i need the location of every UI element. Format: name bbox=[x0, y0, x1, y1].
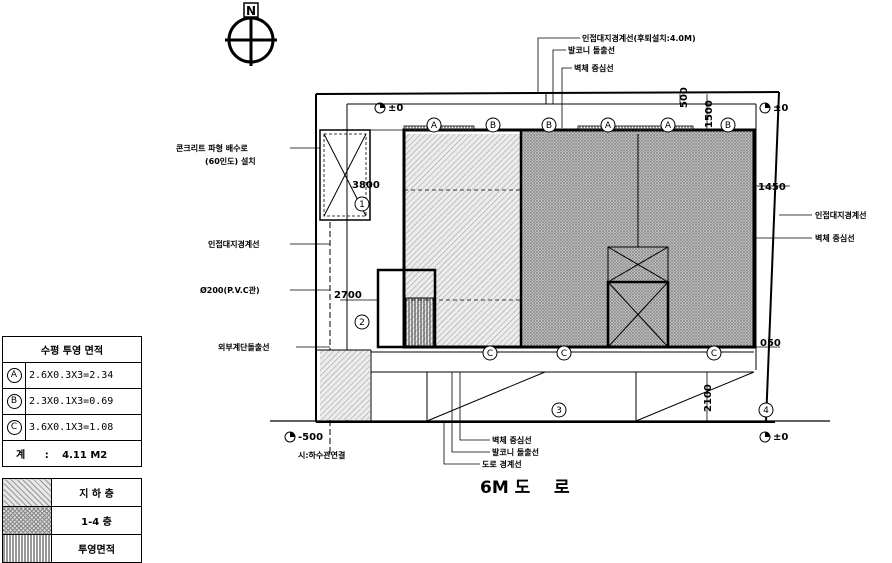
area-total-sep: : bbox=[44, 450, 49, 461]
marker-num-4: 4 bbox=[763, 406, 769, 416]
marker-num-1: 1 bbox=[359, 200, 365, 210]
marker-num-2: 2 bbox=[359, 318, 365, 328]
dim-2100: 2100 bbox=[703, 384, 714, 412]
legend-swatch-upper bbox=[2, 506, 52, 535]
label-concrete-2: (60인도) 설치 bbox=[205, 156, 256, 166]
marker-c-1: C bbox=[487, 349, 493, 359]
label-wall-bottom: 벽체 중심선 bbox=[492, 435, 532, 445]
marker-b-1: B bbox=[490, 121, 496, 131]
marker-a-1: A bbox=[431, 121, 438, 131]
marker-num-3: 3 bbox=[556, 406, 562, 416]
area-table-title: 수평 투영 면적 bbox=[2, 336, 142, 363]
legend-label-upper: 1-4 층 bbox=[51, 506, 142, 535]
legend-row: 투영면적 bbox=[2, 534, 142, 563]
dim-3800: 3800 bbox=[352, 180, 380, 191]
legend-swatch-projection bbox=[2, 534, 52, 563]
north-label: N bbox=[246, 4, 256, 18]
legend-row: 지 하 층 bbox=[2, 478, 142, 507]
dim-500: 500 bbox=[679, 87, 690, 108]
label-road-line: 도로 경계선 bbox=[482, 459, 522, 469]
projected-area-table: 수평 투영 면적 A 2.6X0.3X3=2.34 B 2.3X0.1X3=0.… bbox=[2, 336, 142, 467]
marker-b-3: B bbox=[725, 121, 731, 131]
level-top-right: ±0 bbox=[773, 103, 788, 114]
area-mark-a: A bbox=[6, 368, 22, 383]
area-formula-c: 3.6X0.1X3=1.08 bbox=[25, 414, 142, 441]
area-row: B 2.3X0.1X3=0.69 bbox=[2, 388, 142, 415]
legend-swatch-basement bbox=[2, 478, 52, 507]
north-arrow-icon: N bbox=[225, 2, 277, 66]
building-outline bbox=[376, 128, 756, 349]
marker-a-3: A bbox=[665, 121, 672, 131]
marker-b-2: B bbox=[546, 121, 552, 131]
area-formula-b: 2.3X0.1X3=0.69 bbox=[25, 388, 142, 415]
label-concrete-1: 콘크리트 파형 배수로 bbox=[176, 143, 248, 153]
level-bottom-right: ±0 bbox=[773, 432, 788, 443]
legend-label-basement: 지 하 층 bbox=[51, 478, 142, 507]
marker-c-2: C bbox=[561, 349, 567, 359]
label-boundary-top: 인접대지경계선(후퇴설치:4.0M) bbox=[582, 33, 696, 43]
front-yard-lines bbox=[371, 351, 755, 422]
site-boundary bbox=[270, 91, 830, 423]
circled-markers bbox=[354, 117, 774, 418]
label-pipe: Ø200(P.V.C관) bbox=[200, 285, 260, 295]
dim-1450: 1450 bbox=[758, 182, 786, 193]
label-wall-top: 벽체 중심선 bbox=[574, 63, 614, 73]
marker-a-2: A bbox=[605, 121, 612, 131]
label-balcony-bottom: 발코니 돌출선 bbox=[492, 447, 539, 457]
label-stair-line: 외부계단돌출선 bbox=[218, 342, 270, 352]
area-mark-b: B bbox=[6, 394, 22, 409]
dim-050: 050 bbox=[760, 338, 781, 349]
level-top-left: ±0 bbox=[388, 103, 403, 114]
label-manhole: 시:하수관연결 bbox=[298, 450, 345, 460]
marker-c-3: C bbox=[711, 349, 717, 359]
dim-2700: 2700 bbox=[334, 290, 362, 301]
level-bottom-left: -500 bbox=[298, 432, 323, 443]
dimension-lines bbox=[340, 94, 790, 421]
label-boundary-right: 인접대지경계선 bbox=[815, 210, 867, 220]
area-total-row: 계 : 4.11 M2 bbox=[2, 440, 142, 467]
level-marker-icon bbox=[284, 102, 771, 443]
road-label: 6M 도 로 bbox=[480, 478, 570, 498]
area-total-label: 계 bbox=[16, 450, 26, 461]
area-formula-a: 2.6X0.3X3=2.34 bbox=[25, 362, 142, 389]
label-boundary-left: 인접대지경계선 bbox=[208, 239, 260, 249]
legend-label-projection: 투영면적 bbox=[51, 534, 142, 563]
balcony-projection-top-right bbox=[577, 125, 694, 132]
area-row: C 3.6X0.1X3=1.08 bbox=[2, 414, 142, 441]
area-row: A 2.6X0.3X3=2.34 bbox=[2, 362, 142, 389]
dim-1500: 1500 bbox=[704, 100, 715, 128]
hatch-legend: 지 하 층 1-4 층 투영면적 bbox=[2, 478, 142, 563]
legend-row: 1-4 층 bbox=[2, 506, 142, 535]
area-mark-c: C bbox=[6, 420, 22, 435]
leader-lines bbox=[290, 37, 812, 465]
drainage-channel bbox=[316, 129, 372, 455]
label-balcony-top: 발코니 돌출선 bbox=[568, 45, 615, 55]
area-total-value: 4.11 M2 bbox=[62, 450, 108, 461]
label-wall-right: 벽체 중심선 bbox=[815, 233, 855, 243]
